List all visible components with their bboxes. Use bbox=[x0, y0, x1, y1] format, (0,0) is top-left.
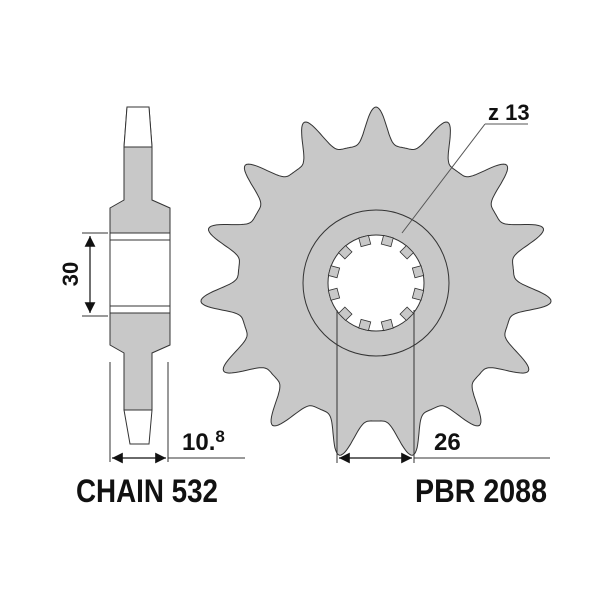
side-bottom-tip bbox=[123, 409, 153, 445]
spline-tooth bbox=[337, 306, 353, 322]
spline-tooth bbox=[327, 287, 341, 301]
spline-tooth bbox=[358, 318, 372, 332]
teeth-count-callout: z 13 bbox=[401, 100, 530, 234]
side-view bbox=[109, 106, 171, 445]
spline-tooth bbox=[337, 244, 353, 260]
spline-tooth bbox=[380, 234, 394, 248]
thickness-decimal: 8 bbox=[215, 427, 224, 446]
side-top-tip bbox=[123, 106, 153, 148]
teeth-count-label: z 13 bbox=[488, 100, 530, 125]
spline-tooth bbox=[411, 287, 425, 301]
front-view bbox=[200, 106, 552, 456]
thickness-dimension: 10.8 bbox=[109, 362, 245, 464]
thickness-label: 10. bbox=[182, 429, 215, 456]
svg-text:10.8: 10.8 bbox=[182, 427, 225, 456]
chain-label: CHAIN 532 bbox=[76, 473, 218, 509]
spline-bore bbox=[327, 234, 425, 332]
spline-tooth bbox=[399, 306, 415, 322]
spline-tooth bbox=[399, 244, 415, 260]
spline-diameter-dimension: 26 bbox=[336, 310, 550, 464]
hub-height-dimension: 30 bbox=[58, 232, 108, 317]
spline-tooth bbox=[327, 265, 341, 279]
spline-tooth bbox=[358, 234, 372, 248]
side-hub-bore bbox=[109, 232, 171, 314]
hub-circle bbox=[302, 209, 450, 357]
spline-tooth bbox=[380, 318, 394, 332]
hub-height-label: 30 bbox=[58, 262, 83, 286]
spline-diameter-label: 26 bbox=[434, 429, 461, 456]
spline-tooth bbox=[411, 265, 425, 279]
part-number-label: PBR 2088 bbox=[415, 473, 547, 509]
spline-teeth bbox=[327, 234, 425, 332]
